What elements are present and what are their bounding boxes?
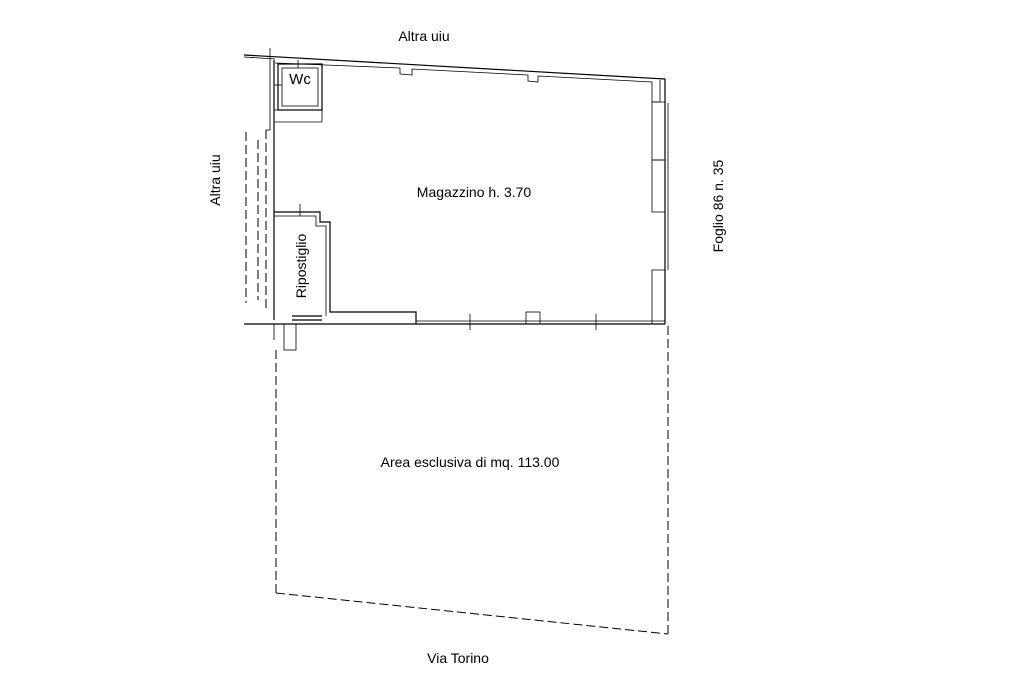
exclusive-area-boundary xyxy=(275,326,669,635)
storage-label: Ripostiglio xyxy=(293,233,309,298)
right-wall xyxy=(651,79,669,324)
wc-room xyxy=(274,60,323,123)
street-label: Via Torino xyxy=(427,650,489,666)
warehouse-label: Magazzino h. 3.70 xyxy=(417,184,532,200)
wc-label: Wc xyxy=(289,71,311,88)
left-wall xyxy=(245,48,275,320)
right-parcel-label: Foglio 86 n. 35 xyxy=(710,159,726,252)
top-neighbor-label: Altra uiu xyxy=(398,28,449,44)
exclusive-area-label: Area esclusiva di mq. 113.00 xyxy=(381,454,560,470)
left-neighbor-label: Altra uiu xyxy=(207,154,223,205)
storage-room xyxy=(274,204,417,324)
front-wall xyxy=(244,311,665,351)
